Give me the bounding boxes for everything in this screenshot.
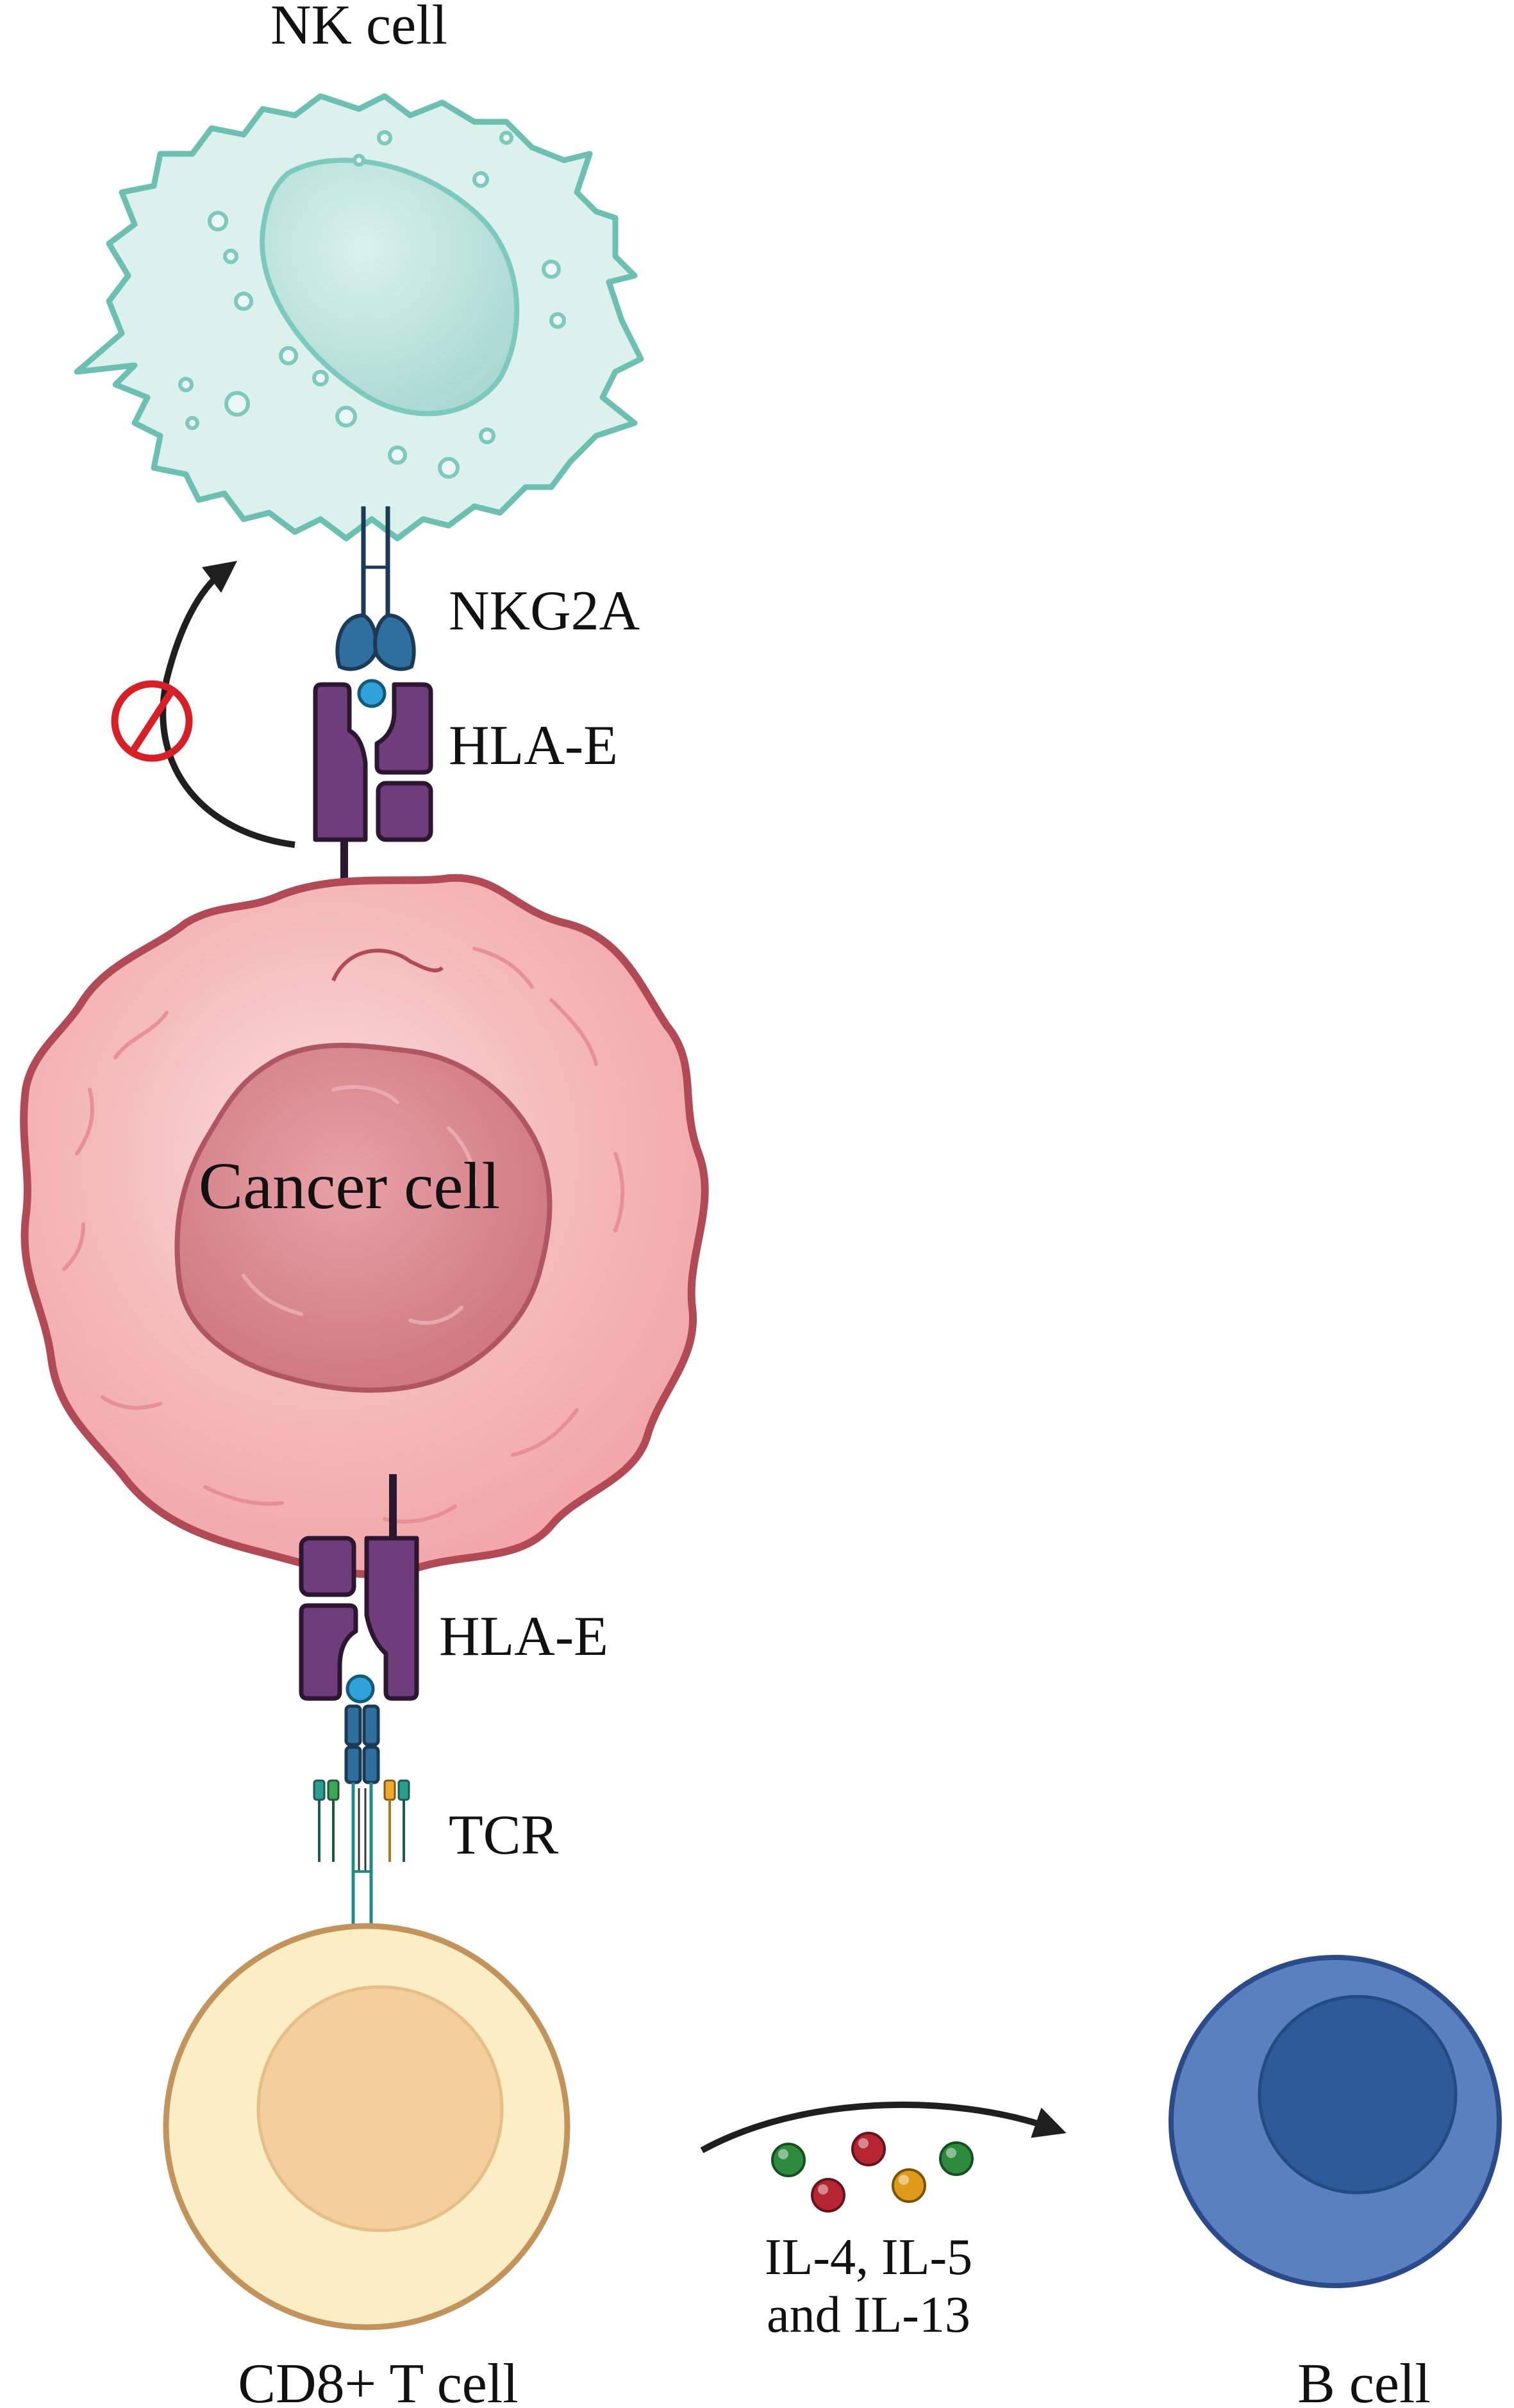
cytokine-arrow: [700, 2101, 1067, 2154]
hla-e-bottom-molecule: [299, 1474, 419, 1701]
label-hla-e-top: HLA-E: [449, 715, 618, 777]
label-tcr: TCR: [449, 1804, 558, 1866]
nk-cell: [74, 93, 644, 542]
b-cell: [1169, 1955, 1502, 2288]
cd8-t-cell-nucleus: [256, 1985, 504, 2232]
label-hla-e-bottom: HLA-E: [439, 1606, 608, 1668]
label-b-cell: B cell: [1297, 2353, 1431, 2408]
no-symbol-icon: [111, 680, 193, 762]
nk-cell-nucleus: [260, 158, 520, 417]
label-cancer-cell: Cancer cell: [199, 1149, 501, 1223]
cd8-t-cell: [163, 1923, 570, 2330]
cancer-cell: [20, 874, 709, 1579]
label-cytokines-line2: and IL-13: [767, 2287, 970, 2343]
b-cell-nucleus: [1258, 1995, 1458, 2195]
nk-cell-granules: [178, 130, 566, 479]
hla-e-top-molecule: [313, 682, 433, 904]
tcr-receptor: [313, 1704, 410, 1929]
cancer-cell-nucleus: [174, 1043, 553, 1393]
cytokine-molecules: [771, 2132, 974, 2213]
peptide-bottom: [345, 1674, 375, 1704]
label-nk-cell: NK cell: [270, 0, 447, 56]
inhibition-arrow: [160, 560, 295, 848]
peptide-top: [357, 679, 387, 708]
label-nkg2a: NKG2A: [449, 580, 640, 642]
label-cytokines-line1: IL-4, IL-5: [765, 2229, 972, 2286]
label-cd8-t-cell: CD8+ T cell: [238, 2353, 518, 2408]
nkg2a-receptor: [335, 506, 416, 671]
